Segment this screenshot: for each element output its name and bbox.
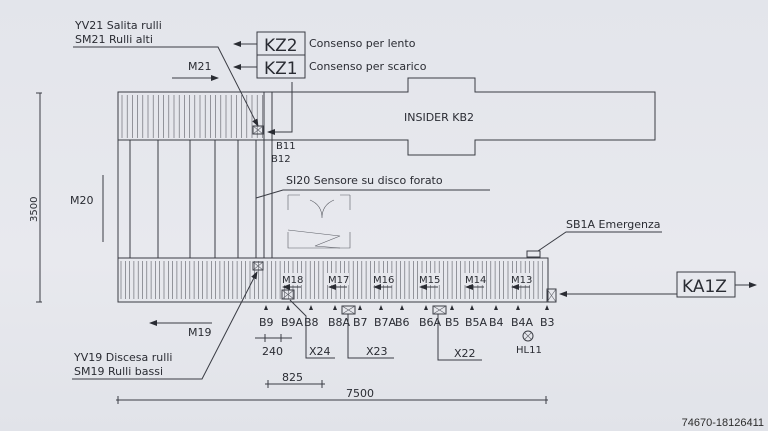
dimension-825: 825 — [265, 371, 325, 388]
sensor-b8: B8 — [304, 305, 319, 329]
sensor-b9: B9 — [259, 305, 274, 329]
motor-m18: M18 — [281, 273, 303, 290]
kz1-description: Consenso per scarico — [309, 60, 427, 73]
insider-label: INSIDER KB2 — [404, 111, 474, 124]
ka1z-label: KA1Z — [682, 277, 727, 297]
x23-leader — [347, 314, 394, 359]
sensor-b5: B5 — [445, 305, 460, 329]
kz2-label: KZ2 — [264, 36, 298, 56]
height-dimension: 3500 — [29, 92, 42, 303]
ka1z-relay: KA1Z — [559, 271, 757, 298]
dimension-7500: 7500 — [116, 387, 548, 404]
si20-callout: SI20 Sensore su disco forato — [255, 174, 490, 249]
sensor-b6: B6 — [395, 305, 410, 329]
watermark: 74670-18126411 — [681, 417, 764, 429]
kz-relays: KZ2 KZ1 Consenso per lento Consenso per … — [233, 31, 427, 135]
motor-m16: M16 — [372, 273, 394, 290]
motor-m17: M17 — [327, 273, 349, 290]
sensor-label: B5 — [445, 316, 460, 329]
sensor-b5a: B5A — [465, 305, 488, 329]
sb1a-label: SB1A Emergenza — [566, 218, 661, 231]
sensor-b7a: B7A — [374, 305, 397, 329]
sensor-label: B5A — [465, 316, 488, 329]
m21-label: M21 — [188, 60, 212, 73]
upper-conveyor — [117, 91, 273, 259]
x22-leader — [437, 314, 482, 361]
dimension-240: 240 — [255, 334, 292, 358]
m20-label: M20 — [70, 194, 94, 207]
sensor-label: B4A — [511, 316, 534, 329]
motor-m15: M15 — [418, 273, 440, 290]
x22-label: X22 — [454, 347, 476, 360]
motor-label: M15 — [419, 275, 440, 286]
insider-kb2: INSIDER KB2 — [272, 77, 656, 156]
x24-label: X24 — [309, 345, 331, 358]
sensor-label: B8 — [304, 316, 319, 329]
sensor-b9a: B9A — [281, 305, 304, 329]
sensor-b8a: B8A — [328, 305, 351, 329]
motor-m14: M14 — [464, 273, 486, 290]
dim-825: 825 — [282, 371, 303, 384]
hl11-label: HL11 — [516, 345, 542, 356]
sensor-b7: B7 — [353, 305, 368, 329]
hl11-lamp-icon — [522, 330, 534, 342]
x24-leader — [289, 299, 335, 359]
m19-label: M19 — [188, 326, 212, 339]
yv21-callout: YV21 Salita rulli SM21 Rulli alti — [73, 19, 264, 135]
dim-7500: 7500 — [346, 387, 374, 400]
sensor-label: B7A — [374, 316, 397, 329]
sensor-label: B9A — [281, 316, 304, 329]
motor-m13: M13 — [510, 273, 532, 290]
motor-label: M16 — [373, 275, 394, 286]
sm21-label: SM21 Rulli alti — [75, 33, 153, 46]
b11-label: B11 — [276, 141, 296, 152]
sensor-b4: B4 — [489, 305, 504, 329]
sensor-label: B9 — [259, 316, 274, 329]
kz2-description: Consenso per lento — [309, 37, 416, 50]
motor-label: M18 — [282, 275, 303, 286]
motor-label: M17 — [328, 275, 349, 286]
x23-label: X23 — [366, 345, 388, 358]
sensor-label: B6A — [419, 316, 442, 329]
sensor-b6a: B6A — [419, 305, 442, 329]
dim-3500: 3500 — [29, 197, 40, 222]
kz1-label: KZ1 — [264, 59, 298, 79]
sb1a-callout: SB1A Emergenza — [526, 218, 662, 258]
sm19-label: SM19 Rulli bassi — [74, 365, 163, 378]
sensor-label: B3 — [540, 316, 555, 329]
sensor-label: B7 — [353, 316, 368, 329]
sensor-label: B4 — [489, 316, 504, 329]
motor-label: M14 — [465, 275, 486, 286]
sensor-label: B8A — [328, 316, 351, 329]
yv21-label: YV21 Salita rulli — [74, 19, 162, 32]
yv19-label: YV19 Discesa rulli — [73, 351, 172, 364]
b12-label: B12 — [271, 154, 291, 165]
sensor-label: B6 — [395, 316, 410, 329]
si20-label: SI20 Sensore su disco forato — [286, 174, 443, 187]
yv19-callout: YV19 Discesa rulli SM19 Rulli bassi — [72, 271, 258, 380]
sensor-b4a: B4A — [511, 305, 534, 329]
motor-label: M13 — [511, 275, 532, 286]
sensor-b3: B3 — [540, 305, 555, 329]
dim-240: 240 — [262, 345, 283, 358]
